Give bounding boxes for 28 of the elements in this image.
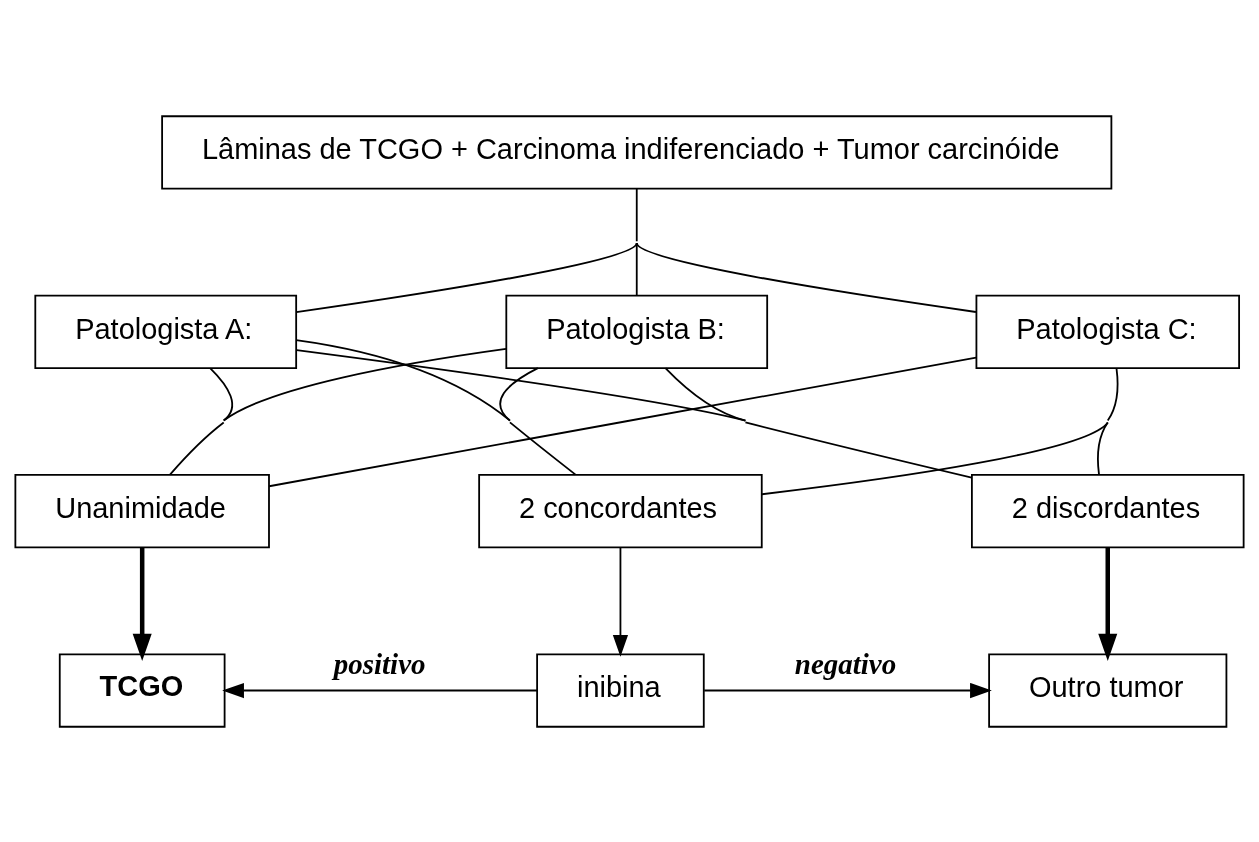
connector xyxy=(295,348,973,478)
node-box: 2 discordantes xyxy=(971,473,1245,548)
connector xyxy=(169,366,234,475)
connector xyxy=(1097,421,1109,475)
node-box: TCGO xyxy=(58,652,226,728)
node-box: Unanimidade xyxy=(14,473,270,548)
connector xyxy=(635,241,977,313)
connector xyxy=(222,347,507,421)
arrow xyxy=(132,547,152,661)
node-box: 2 concordantes xyxy=(478,473,763,548)
node-box: Patologista C: xyxy=(975,294,1240,369)
node-box: Patologista B: xyxy=(505,294,769,369)
node-box: Lâminas de TCGO + Carcinoma indiferenciado + Tumor carcinóide xyxy=(161,114,1113,190)
arrow xyxy=(703,682,992,698)
node-box: Patologista A: xyxy=(34,294,298,369)
node-box: Outro tumor xyxy=(988,652,1228,728)
arrow xyxy=(612,546,629,657)
connector xyxy=(295,338,577,476)
edge-label: positivo xyxy=(333,647,426,680)
arrow xyxy=(222,682,538,698)
connector xyxy=(664,366,747,421)
connector xyxy=(268,356,977,487)
arrow xyxy=(1098,547,1118,661)
edge-label: negativo xyxy=(794,647,897,680)
node-box: inibina xyxy=(536,652,705,728)
connector xyxy=(295,187,638,313)
connector xyxy=(499,366,539,421)
connector xyxy=(760,367,1119,495)
